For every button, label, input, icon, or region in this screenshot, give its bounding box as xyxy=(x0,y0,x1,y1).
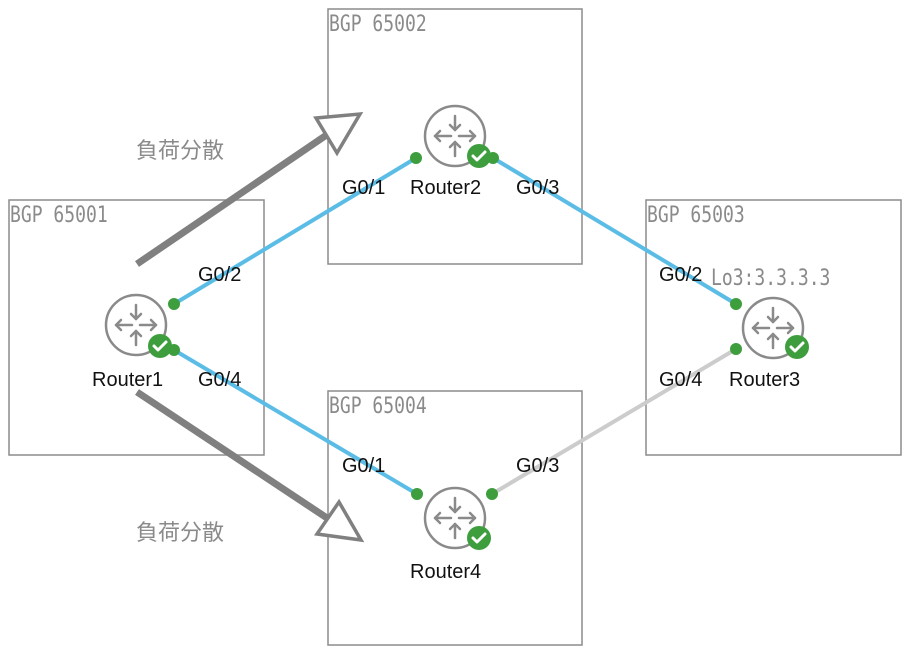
as-label: BGP 65002 xyxy=(329,10,427,36)
router-4[interactable]: Router4 xyxy=(410,486,493,583)
router-name: Router3 xyxy=(729,369,800,391)
as-box-65003: BGP 65003 xyxy=(645,199,902,456)
if-label-r3-g04: G0/4 xyxy=(659,369,702,391)
status-ok-icon xyxy=(465,524,493,552)
link-r2-r3[interactable] xyxy=(491,156,738,306)
port-r1-g02[interactable] xyxy=(168,298,180,310)
port-r3-g02[interactable] xyxy=(730,298,742,310)
port-r4-g01[interactable] xyxy=(411,488,423,500)
as-label: BGP 65004 xyxy=(329,392,427,418)
if-label-r3-g02: G0/2 xyxy=(659,264,702,286)
status-ok-icon xyxy=(146,332,174,360)
if-label-r2-g03: G0/3 xyxy=(516,177,559,199)
if-label-r4-g03: G0/3 xyxy=(516,455,559,477)
load-balance-arrow-bottom xyxy=(135,389,365,543)
status-ok-icon xyxy=(783,333,811,361)
port-r2-g01[interactable] xyxy=(410,152,422,164)
port-r3-g04[interactable] xyxy=(730,343,742,355)
load-balance-label-bottom: 負荷分散 xyxy=(136,521,224,546)
port-r4-g03[interactable] xyxy=(486,488,498,500)
if-label-r1-g04: G0/4 xyxy=(198,369,241,391)
router-name: Router4 xyxy=(410,561,481,583)
router-3[interactable]: Router3 Lo3:3.3.3.3 xyxy=(711,264,830,391)
load-balance-arrow-top xyxy=(135,111,364,267)
port-r2-g03[interactable] xyxy=(487,152,499,164)
if-label-r1-g02: G0/2 xyxy=(198,264,241,286)
port-r1-g04[interactable] xyxy=(168,344,180,356)
as-label: BGP 65003 xyxy=(647,201,745,227)
loopback-label: Lo3:3.3.3.3 xyxy=(711,264,830,290)
as-label: BGP 65001 xyxy=(10,201,108,227)
router-name: Router2 xyxy=(410,177,481,199)
if-label-r2-g01: G0/1 xyxy=(342,177,385,199)
link-r4-r3[interactable] xyxy=(490,347,738,496)
link-r1-r2[interactable] xyxy=(172,156,418,306)
router-1[interactable]: Router1 xyxy=(92,293,174,391)
link-r1-r4[interactable] xyxy=(172,348,419,496)
if-label-r4-g01: G0/1 xyxy=(342,455,385,477)
as-box-65001: BGP 65001 xyxy=(8,199,265,456)
load-balance-label-top: 負荷分散 xyxy=(136,139,224,164)
router-2[interactable]: Router2 xyxy=(410,104,493,199)
router-name: Router1 xyxy=(92,369,163,391)
